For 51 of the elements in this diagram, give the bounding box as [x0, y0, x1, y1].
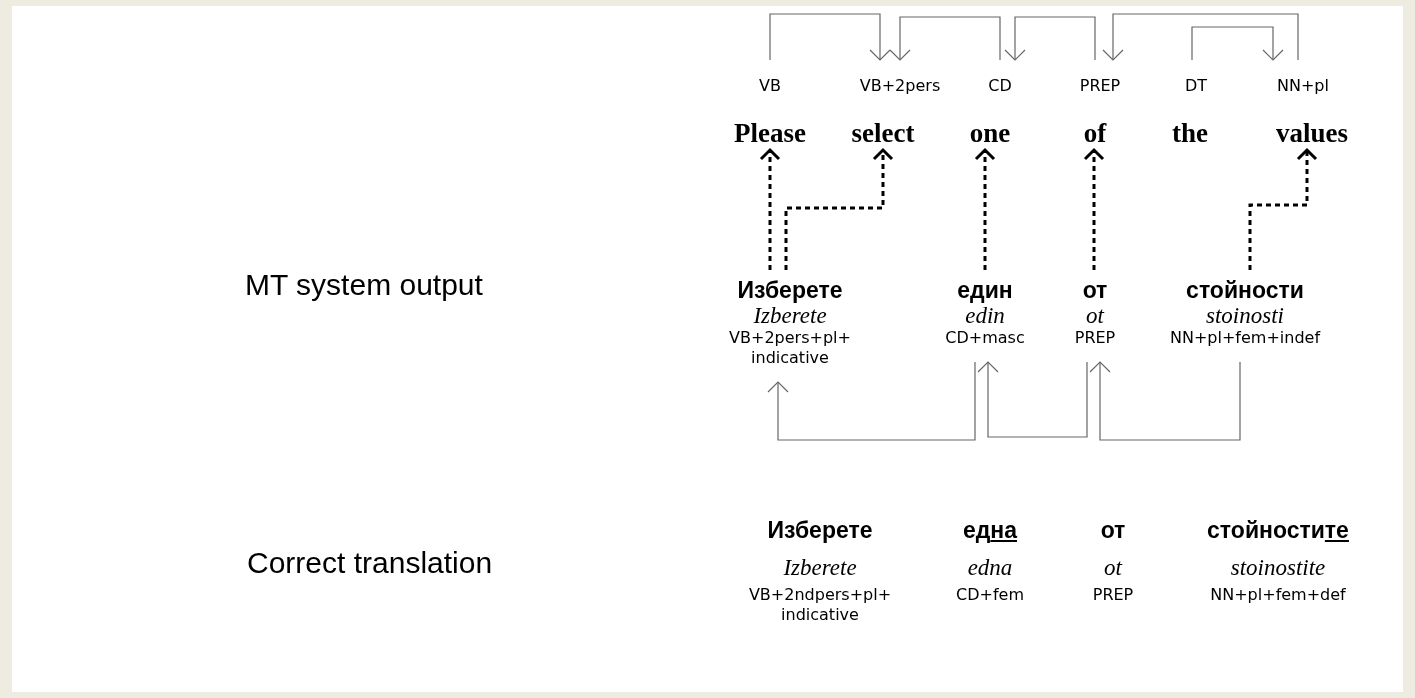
row-heading: Correct translation [247, 546, 493, 580]
english-word: Please [734, 118, 806, 150]
morph-tags: PREP [1092, 585, 1134, 605]
pos-tag: NN+pl [1277, 60, 1329, 96]
dependency-arrow [1191, 26, 1284, 61]
alignment-arrow [1083, 148, 1105, 270]
english-word: select [851, 118, 915, 150]
morph-tags: NN+pl+fem+def [1210, 585, 1346, 605]
transliteration: Izberete [752, 304, 828, 328]
bulgarian-word: един [956, 276, 1014, 304]
pos-tag: DT [1184, 60, 1208, 96]
english-word: of [1083, 118, 1107, 150]
pos-tag: VB+2pers [859, 60, 941, 96]
bulgarian-word: от [1081, 276, 1109, 304]
alignment-arrow [1248, 148, 1318, 270]
transliteration: stoinosti [1205, 304, 1285, 328]
dependency-arrow [769, 13, 891, 61]
bulgarian-word: от [1100, 516, 1126, 544]
pos-tag: PREP [1079, 60, 1121, 96]
morph-tags: CD+fem [956, 585, 1024, 605]
alignment-arrow [784, 148, 894, 270]
bulgarian-word: Изберете [736, 276, 844, 304]
morph-tags: PREP [1074, 328, 1116, 348]
dependency-arrow [1004, 16, 1096, 61]
english-word: one [969, 118, 1011, 150]
dependency-arrow [1089, 361, 1241, 441]
bulgarian-word: една [962, 516, 1018, 544]
morph-tags: NN+pl+fem+indef [1170, 328, 1320, 348]
dependency-arrow [767, 361, 976, 441]
morph-tags: VB+2ndpers+pl+ indicative [745, 585, 895, 625]
transliteration: edin [964, 304, 1006, 328]
transliteration: ot [1104, 556, 1122, 580]
morph-tags: VB+2pers+pl+ indicative [725, 328, 855, 368]
bulgarian-word: стойностите [1207, 516, 1349, 544]
alignment-arrow [759, 148, 781, 270]
bulgarian-word: Изберете [767, 516, 873, 544]
morph-tags: CD+masc [945, 328, 1025, 348]
transliteration: Izberete [783, 556, 857, 580]
row-heading: MT system output [245, 268, 483, 302]
transliteration: stoinostite [1230, 556, 1326, 580]
pos-tag: VB [759, 60, 781, 96]
dependency-arrow [977, 361, 1088, 438]
english-word: the [1172, 118, 1208, 150]
dependency-arrow [889, 16, 1001, 61]
transliteration: edna [967, 556, 1013, 580]
english-word: values [1276, 118, 1348, 150]
transliteration: ot [1085, 304, 1106, 328]
dependency-arrow [1102, 13, 1299, 61]
bulgarian-word: стойности [1185, 276, 1305, 304]
pos-tag: CD [988, 60, 1012, 96]
alignment-arrow [974, 148, 996, 270]
